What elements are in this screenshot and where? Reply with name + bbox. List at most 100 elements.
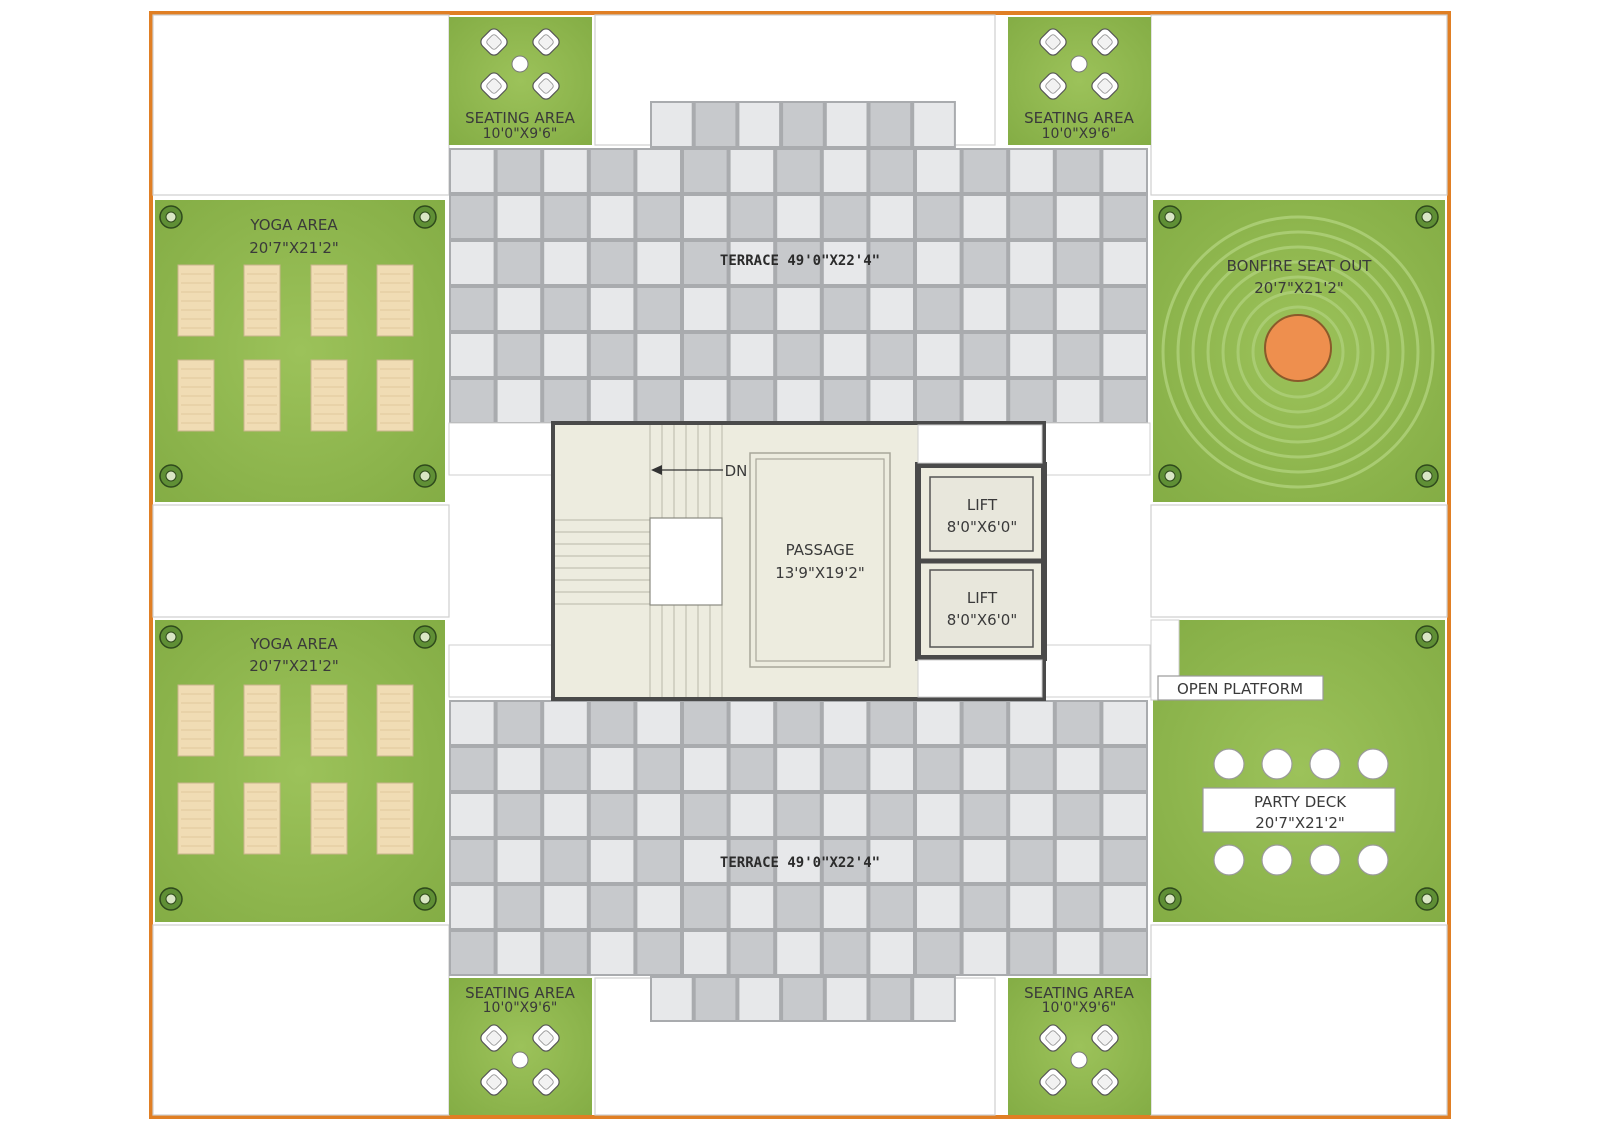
floor-tile — [917, 702, 960, 744]
floor-tile — [823, 288, 867, 330]
lounge-chair-icon — [1091, 28, 1119, 56]
floor-tile — [684, 288, 727, 330]
floor-tile — [823, 932, 867, 974]
lift-2-title: LIFT — [967, 589, 998, 607]
floor-tile — [590, 748, 634, 790]
floor-tile — [823, 794, 867, 836]
floor-tile — [730, 334, 774, 376]
floor-tile — [1103, 150, 1146, 192]
floor-tile — [870, 748, 913, 790]
floor-tile — [730, 380, 774, 422]
floor-tile — [777, 794, 820, 836]
seating-area-bl-lawn — [449, 978, 592, 1115]
floor-tile — [917, 886, 960, 928]
floor-tile — [1056, 886, 1100, 928]
round-table-icon — [1261, 844, 1293, 876]
floor-tile — [870, 242, 913, 284]
floor-tile — [1103, 380, 1146, 422]
floor-tile — [451, 840, 494, 882]
floor-tile — [1010, 150, 1053, 192]
yoga-area-top-lawn — [155, 200, 445, 502]
tree-icon — [1415, 464, 1439, 488]
floor-tile — [684, 242, 727, 284]
floor-tile — [590, 334, 634, 376]
floor-tile — [777, 150, 820, 192]
floor-tile — [1010, 702, 1053, 744]
stair-well — [649, 517, 723, 606]
floor-tile — [1010, 748, 1053, 790]
floor-tile — [963, 702, 1007, 744]
floor-tile — [1103, 932, 1146, 974]
floor-tile — [652, 103, 692, 146]
floor-tile — [963, 794, 1007, 836]
yoga-mat-icon — [243, 684, 281, 757]
floor-tile — [963, 380, 1007, 422]
floor-tile — [914, 978, 954, 1020]
floor-tile — [497, 288, 541, 330]
bonfire-title: BONFIRE SEAT OUT — [1227, 257, 1373, 275]
floor-tile — [1010, 932, 1053, 974]
floor-tile — [870, 932, 913, 974]
floor-tile — [823, 840, 867, 882]
floor-tile — [823, 196, 867, 238]
floor-tile — [451, 702, 494, 744]
floor-tile — [1010, 196, 1053, 238]
floor-tile — [684, 702, 727, 744]
yoga-area-top-size: 20'7"X21'2" — [249, 239, 339, 257]
floor-tile — [823, 150, 867, 192]
seating-area-tr-lawn — [1008, 17, 1151, 145]
open-platform-label-box — [1157, 675, 1324, 701]
lounge-chair-icon — [1091, 72, 1119, 100]
yoga-area-bottom-title: YOGA AREA — [249, 635, 338, 653]
lift-1-size: 8'0"X6'0" — [947, 518, 1018, 536]
lounge-chair-icon — [532, 72, 560, 100]
floor-tile — [1056, 196, 1100, 238]
lift-2-size: 8'0"X6'0" — [947, 611, 1018, 629]
floor-tile — [1056, 288, 1100, 330]
floor-tile — [783, 978, 823, 1020]
floor-tile — [544, 702, 587, 744]
floor-tile — [730, 242, 774, 284]
lounge-chair-icon — [532, 1068, 560, 1096]
floor-tile — [1010, 242, 1053, 284]
round-table-icon — [1309, 844, 1341, 876]
floor-tile — [730, 794, 774, 836]
floor-tile — [1056, 334, 1100, 376]
yoga-mat-icon — [243, 359, 281, 432]
floor-tile — [544, 334, 587, 376]
floor-tile — [917, 196, 960, 238]
floor-tile — [451, 748, 494, 790]
floor-tile — [917, 242, 960, 284]
core-landing-right-top — [1043, 422, 1151, 476]
yoga-mat-icon — [243, 264, 281, 337]
core-landing-right-bottom — [1043, 644, 1151, 698]
lounge-chair-icon — [480, 28, 508, 56]
floor-tile — [637, 886, 680, 928]
lift-car-1 — [929, 476, 1034, 552]
bonfire-size: 20'7"X21'2" — [1254, 279, 1344, 297]
lounge-chair-icon — [480, 1024, 508, 1052]
floor-tile — [637, 242, 680, 284]
yoga-mat-icon — [310, 782, 348, 855]
terrace-top — [449, 101, 1148, 424]
party-deck-title: PARTY DECK — [1254, 793, 1347, 811]
round-table-icon — [1309, 748, 1341, 780]
yoga-mat-icon — [376, 782, 414, 855]
floor-tile — [544, 196, 587, 238]
round-table-icon — [1357, 748, 1389, 780]
floor-tile — [917, 932, 960, 974]
floor-tile — [684, 196, 727, 238]
yoga-mat-icon — [376, 684, 414, 757]
floor-tile — [823, 886, 867, 928]
floor-tile — [917, 748, 960, 790]
floor-tile — [1010, 794, 1053, 836]
floor-tile — [917, 794, 960, 836]
round-table-icon — [1213, 844, 1245, 876]
tree-icon — [1415, 625, 1439, 649]
floor-tile — [590, 886, 634, 928]
floor-tile — [451, 794, 494, 836]
floor-tile — [451, 886, 494, 928]
tree-icon — [413, 205, 437, 229]
floor-tile — [823, 380, 867, 422]
floor-tile — [1103, 242, 1146, 284]
